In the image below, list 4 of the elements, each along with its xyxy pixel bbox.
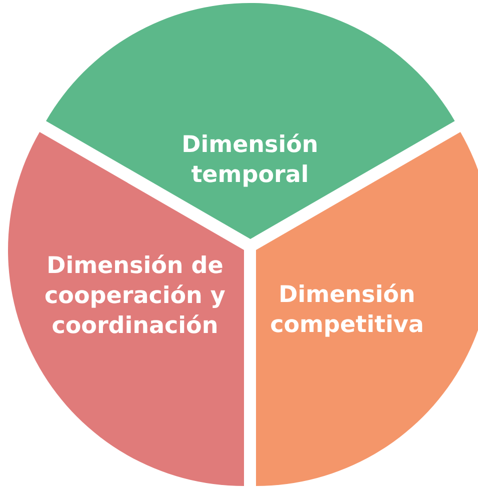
sector-label: Dimensión de cooperación y coordinación <box>44 252 226 341</box>
sector-label: Dimensión temporal <box>180 131 320 190</box>
pie-sector <box>46 3 454 239</box>
sector-label: Dimensión competitiva <box>269 281 425 340</box>
